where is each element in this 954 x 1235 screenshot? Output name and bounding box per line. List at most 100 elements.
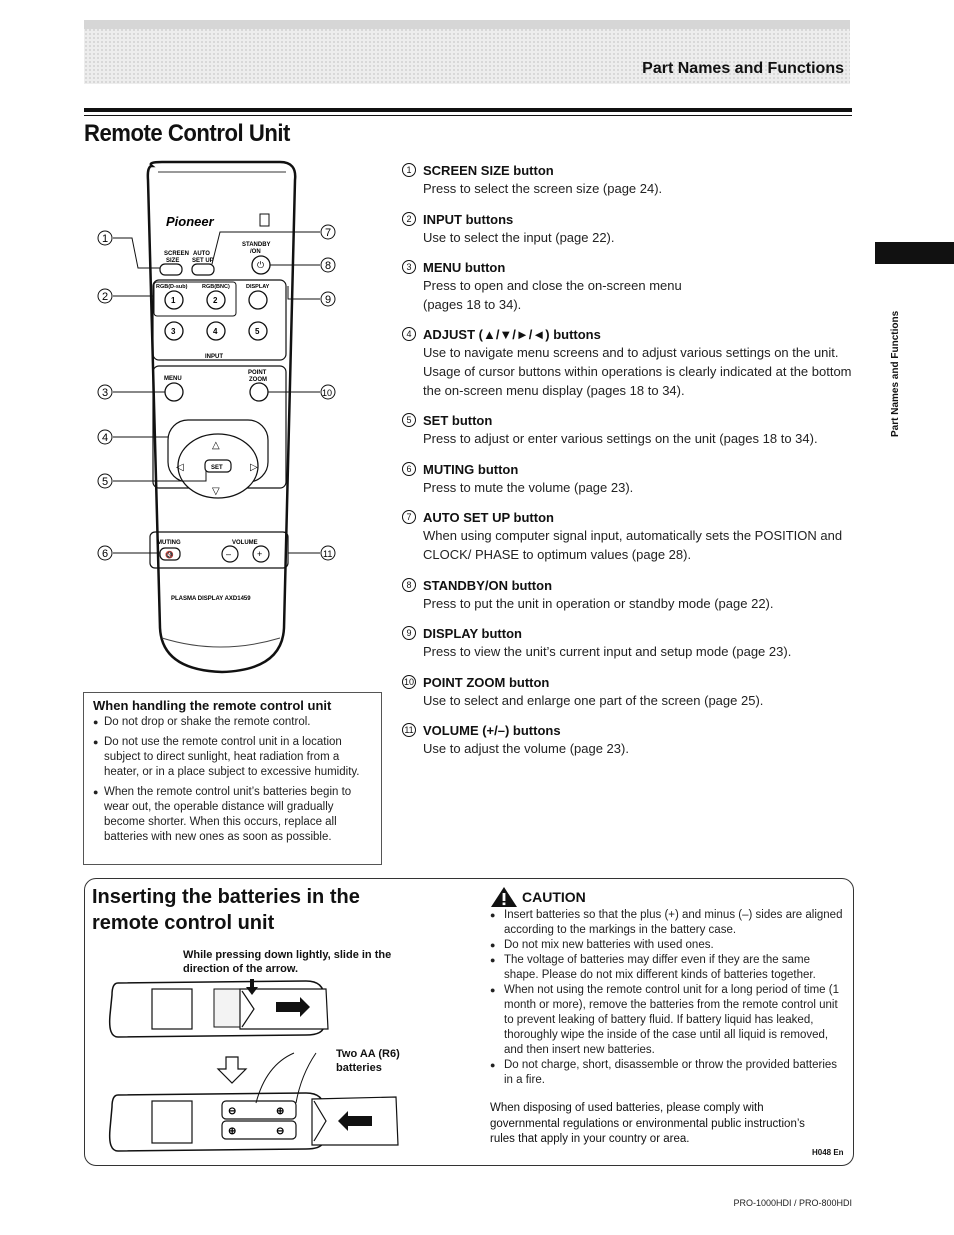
handling-notes-box: When handling the remote control unit ●D… [83,692,382,865]
document-code: H048 En [812,1148,844,1157]
svg-text:7: 7 [325,227,331,239]
svg-text:SIZE: SIZE [166,258,179,264]
input-3-button[interactable] [164,321,184,341]
svg-text:RGB(BNC): RGB(BNC) [202,284,230,290]
part-number: 11 [402,723,416,738]
header-rule-thick [84,108,852,112]
part-name: ADJUST (▲/▼/►/◄) buttons [423,327,601,343]
svg-text:/ON: /ON [250,249,261,255]
right-arrow-icon[interactable]: ▷ [250,462,258,473]
svg-text:2: 2 [213,296,218,305]
batteries-title: Inserting the batteries in the remote co… [92,886,360,934]
input-5-button[interactable] [248,321,268,341]
part-number: 3 [402,260,416,275]
svg-text:DISPLAY: DISPLAY [246,284,270,290]
svg-text:⊕: ⊕ [276,1106,284,1117]
svg-text:10: 10 [322,388,332,398]
part-item: 3 MENU button Press to open and close th… [402,259,854,314]
part-name: DISPLAY button [423,626,522,642]
svg-text:–: – [226,549,231,559]
caution-title: CAUTION [522,889,586,905]
part-number: 7 [402,510,416,525]
part-item: 11 VOLUME (+/–) buttons Use to adjust th… [402,722,854,759]
part-number: 8 [402,577,416,592]
batteries-section [84,878,854,1166]
part-name: SCREEN SIZE button [423,163,554,178]
part-number: 6 [402,461,416,476]
part-desc: Use to navigate menu screens and to adju… [423,345,839,361]
part-item: 4 ADJUST (▲/▼/►/◄) buttons Use to naviga… [402,326,854,400]
volume-up-button[interactable] [252,545,270,563]
part-item: 5 SET button Press to adjust or enter va… [402,412,854,449]
auto-setup-button[interactable] [191,263,215,276]
part-number: 5 [402,413,416,428]
warning-icon [491,887,517,907]
page-title: Remote Control Unit [84,120,290,147]
parts-list: 1 SCREEN SIZE button Press to select the… [402,162,854,771]
part-item: 6 MUTING button Press to mute the volume… [402,461,854,498]
part-desc: Press to select the screen size (page 24… [423,181,663,196]
part-name: MENU button [423,260,506,276]
input-2-button[interactable] [206,290,226,310]
svg-text:POINT: POINT [248,370,267,376]
part-name: VOLUME (+/–) buttons [423,723,561,739]
svg-text:3: 3 [171,327,176,336]
set-button[interactable] [204,459,232,473]
svg-text:RGB(D-sub): RGB(D-sub) [156,284,188,290]
header-rule-thin [84,115,852,116]
svg-text:MUTING: MUTING [157,540,181,546]
up-arrow-icon[interactable]: △ [212,440,220,451]
battery-illustration: ⊖ ⊕ ⊕ ⊖ [96,975,416,1160]
part-number: 9 [402,626,416,641]
part-number: 2 [402,211,416,226]
svg-text:8: 8 [325,260,331,272]
handling-bullet: ●When the remote control unit’s batterie… [93,786,352,843]
muting-button[interactable] [159,547,181,561]
down-arrow-icon[interactable]: ▽ [212,486,220,497]
part-number: 1 [402,163,416,177]
menu-button[interactable] [164,382,184,402]
volume-down-button[interactable] [221,545,239,563]
handling-title: When handling the remote control unit [93,698,332,713]
screen-size-button[interactable] [159,263,183,276]
part-name: SET button [423,413,493,429]
part-item: 10 POINT ZOOM button Use to select and e… [402,674,854,711]
slide-caption: While pressing down lightly, slide in th… [183,949,392,975]
power-icon: ⏻ [257,260,264,270]
screen-size-label: SCREEN [164,251,189,257]
left-arrow-icon[interactable]: ◁ [176,462,184,473]
part-desc: Press to mute the volume (page 23). [423,479,634,495]
caution-bullet: ●The voltage of batteries may differ eve… [490,954,816,981]
brand-logo: Pioneer [166,214,215,229]
remote-illustration: Pioneer SCREEN SIZE AUTO SET UP STANDBY … [92,158,352,678]
input-1-button[interactable] [164,290,184,310]
part-desc: Press to put the unit in operation or st… [423,595,774,611]
caution-block: CAUTION ●Insert batteries so that the pl… [490,886,844,1148]
display-button[interactable] [248,290,268,310]
section-title: Part Names and Functions [642,60,844,77]
caution-bullet: ●Do not charge, short, disassemble or th… [490,1059,838,1086]
model-label: PLASMA DISPLAY AXD1459 [171,596,251,602]
svg-text:SET UP: SET UP [192,258,214,264]
down-arrow-icon [216,1056,248,1084]
part-desc: Press to open and close the on-screen me… [423,278,682,294]
part-desc: Press to view the unit’s current input a… [423,644,792,660]
point-zoom-button[interactable] [249,382,269,402]
input-4-button[interactable] [206,321,226,341]
part-name: INPUT buttons [423,211,514,227]
part-desc: Use to adjust the volume (page 23). [423,741,629,757]
svg-text:1: 1 [102,233,108,245]
svg-text:4: 4 [102,432,108,444]
svg-text:4: 4 [213,327,218,336]
svg-text:6: 6 [102,548,108,560]
svg-text:INPUT: INPUT [205,354,223,360]
svg-text:+: + [257,549,262,559]
caution-bullet: ●When not using the remote control unit … [490,984,839,1056]
svg-text:MENU: MENU [164,376,182,382]
part-name: POINT ZOOM button [423,674,550,690]
svg-text:9: 9 [325,294,331,306]
svg-text:SET: SET [211,465,223,471]
insert-arrow-icon [338,1111,372,1131]
part-desc: When using computer signal input, automa… [423,528,843,562]
part-desc: (pages 18 to 34). [423,296,522,312]
